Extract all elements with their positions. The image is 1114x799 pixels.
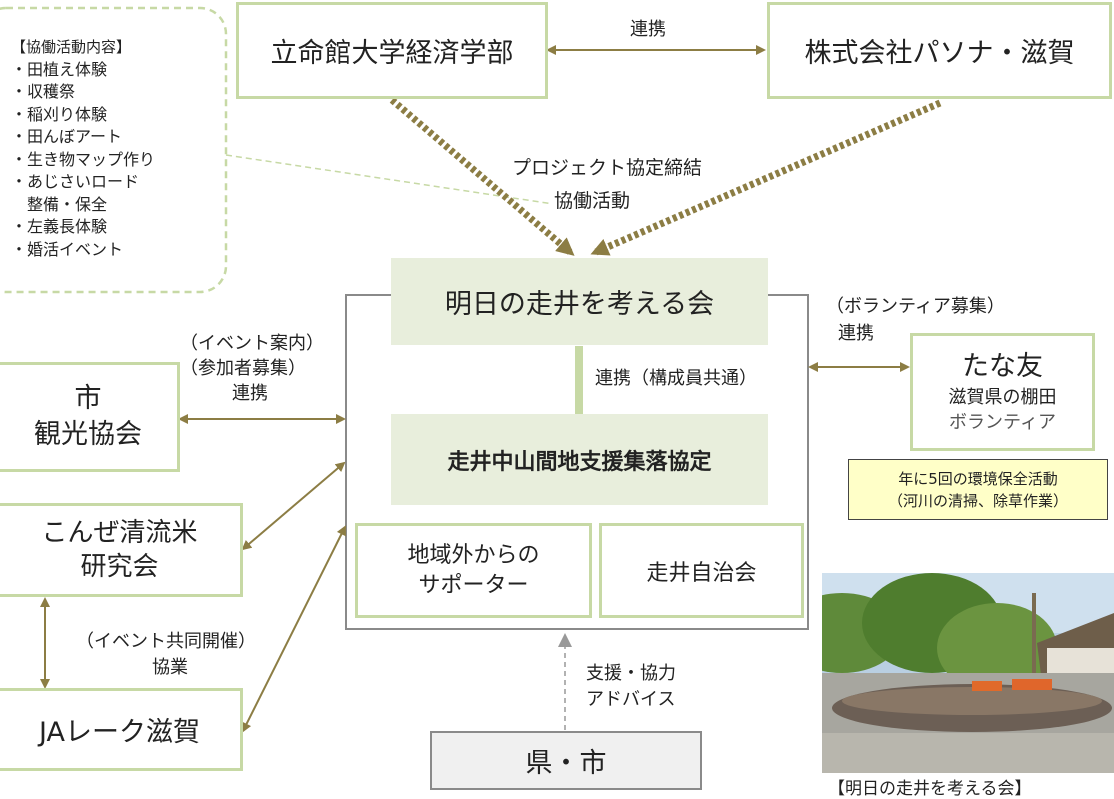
pref-node: 県・市 — [430, 731, 702, 790]
agreement-label: 走井中山間地支援集落協定 — [447, 449, 712, 475]
volunteer-label: （ボランティア募集） — [826, 296, 1005, 317]
supporters-line2: サポーター — [418, 572, 529, 598]
kyodo-label: 協働活動 — [552, 189, 633, 213]
renkei-tana-label: 連携 — [838, 323, 874, 344]
renkei-city-label: 連携 — [232, 383, 268, 404]
renkei-top-label: 連携 — [630, 19, 666, 40]
konze-line2: 研究会 — [80, 552, 159, 582]
supporters-node: 地域外からの サポーター — [355, 523, 592, 618]
agreement-node: 走井中山間地支援集落協定 — [391, 414, 768, 505]
activities-item: 整備・保全 — [11, 194, 108, 214]
activities-item: ・田植え体験 — [11, 59, 108, 79]
callout-leader — [225, 154, 561, 206]
advice-label: アドバイス — [586, 689, 676, 710]
pasona-node: 株式会社パソナ・滋賀 — [767, 2, 1112, 99]
group-photo — [822, 573, 1114, 773]
supporters-line1: 地域外からの — [407, 542, 540, 568]
ritsumeikan-label: 立命館大学経済学部 — [270, 38, 514, 69]
konze-line1: こんぜ清流米 — [41, 518, 198, 548]
activities-heading: 【協働活動内容】 — [11, 38, 132, 56]
event-info-label: （イベント案内） — [180, 333, 324, 354]
activities-item: ・田んぼアート — [11, 127, 123, 146]
shien-label: 支援・協力 — [586, 663, 676, 684]
activities-callout-border — [0, 6, 228, 294]
activities-item: ・左義長体験 — [11, 217, 108, 236]
event-joint-label: （イベント共同開催） — [76, 631, 256, 652]
city-tourism-node: 市 観光協会 — [0, 362, 180, 472]
member-link-bar — [575, 346, 583, 414]
activities-item: ・稲刈り体験 — [11, 104, 108, 124]
tanatomo-line2: ボランティア — [949, 412, 1056, 433]
note-line1: 年に5回の環境保全活動 — [898, 469, 1058, 488]
asu-no-kai-node: 明日の走井を考える会 — [391, 258, 768, 345]
tanatomo-node: たな友 滋賀県の棚田 ボランティア — [910, 333, 1095, 451]
activities-callout: 【協働活動内容】 ・田植え体験 ・収穫祭 ・稲刈り体験 ・田んぼアート ・生き物… — [11, 36, 155, 261]
city-line1: 市 — [74, 383, 102, 414]
renkei-member-label: 連携（構成員共通） — [595, 368, 757, 389]
project-label: プロジェクト協定締結 — [512, 157, 703, 179]
activities-item: ・生き物マップ作り — [11, 149, 156, 169]
ja-link-arrow — [242, 525, 346, 733]
kyogyo-label: 協業 — [152, 657, 188, 678]
konze-node: こんぜ清流米 研究会 — [0, 503, 243, 597]
jichikai-label: 走井自治会 — [646, 560, 757, 586]
activities-item: ・収穫祭 — [11, 82, 76, 101]
konze-link-arrow — [241, 461, 346, 551]
tanatomo-line1: 滋賀県の棚田 — [948, 387, 1057, 408]
tanatomo-title: たな友 — [962, 351, 1043, 382]
pref-label: 県・市 — [525, 748, 607, 779]
city-line2: 観光協会 — [34, 419, 142, 450]
jichikai-node: 走井自治会 — [599, 523, 804, 618]
note-line2: （河川の清掃、除草作業） — [887, 491, 1068, 510]
environment-note: 年に5回の環境保全活動 （河川の清掃、除草作業） — [848, 459, 1108, 520]
asu-no-kai-label: 明日の走井を考える会 — [444, 289, 715, 320]
ritsumeikan-node: 立命館大学経済学部 — [236, 2, 548, 99]
activities-item: ・あじさいロード — [11, 172, 140, 191]
photo-caption: 【明日の走井を考える会】 — [828, 779, 1032, 799]
ja-node: JAレーク滋賀 — [0, 688, 243, 771]
sanka-label: （参加者募集） — [180, 358, 306, 379]
ja-label: JAレーク滋賀 — [39, 717, 200, 748]
activities-item: ・婚活イベント — [11, 239, 124, 259]
pasona-label: 株式会社パソナ・滋賀 — [804, 38, 1075, 69]
